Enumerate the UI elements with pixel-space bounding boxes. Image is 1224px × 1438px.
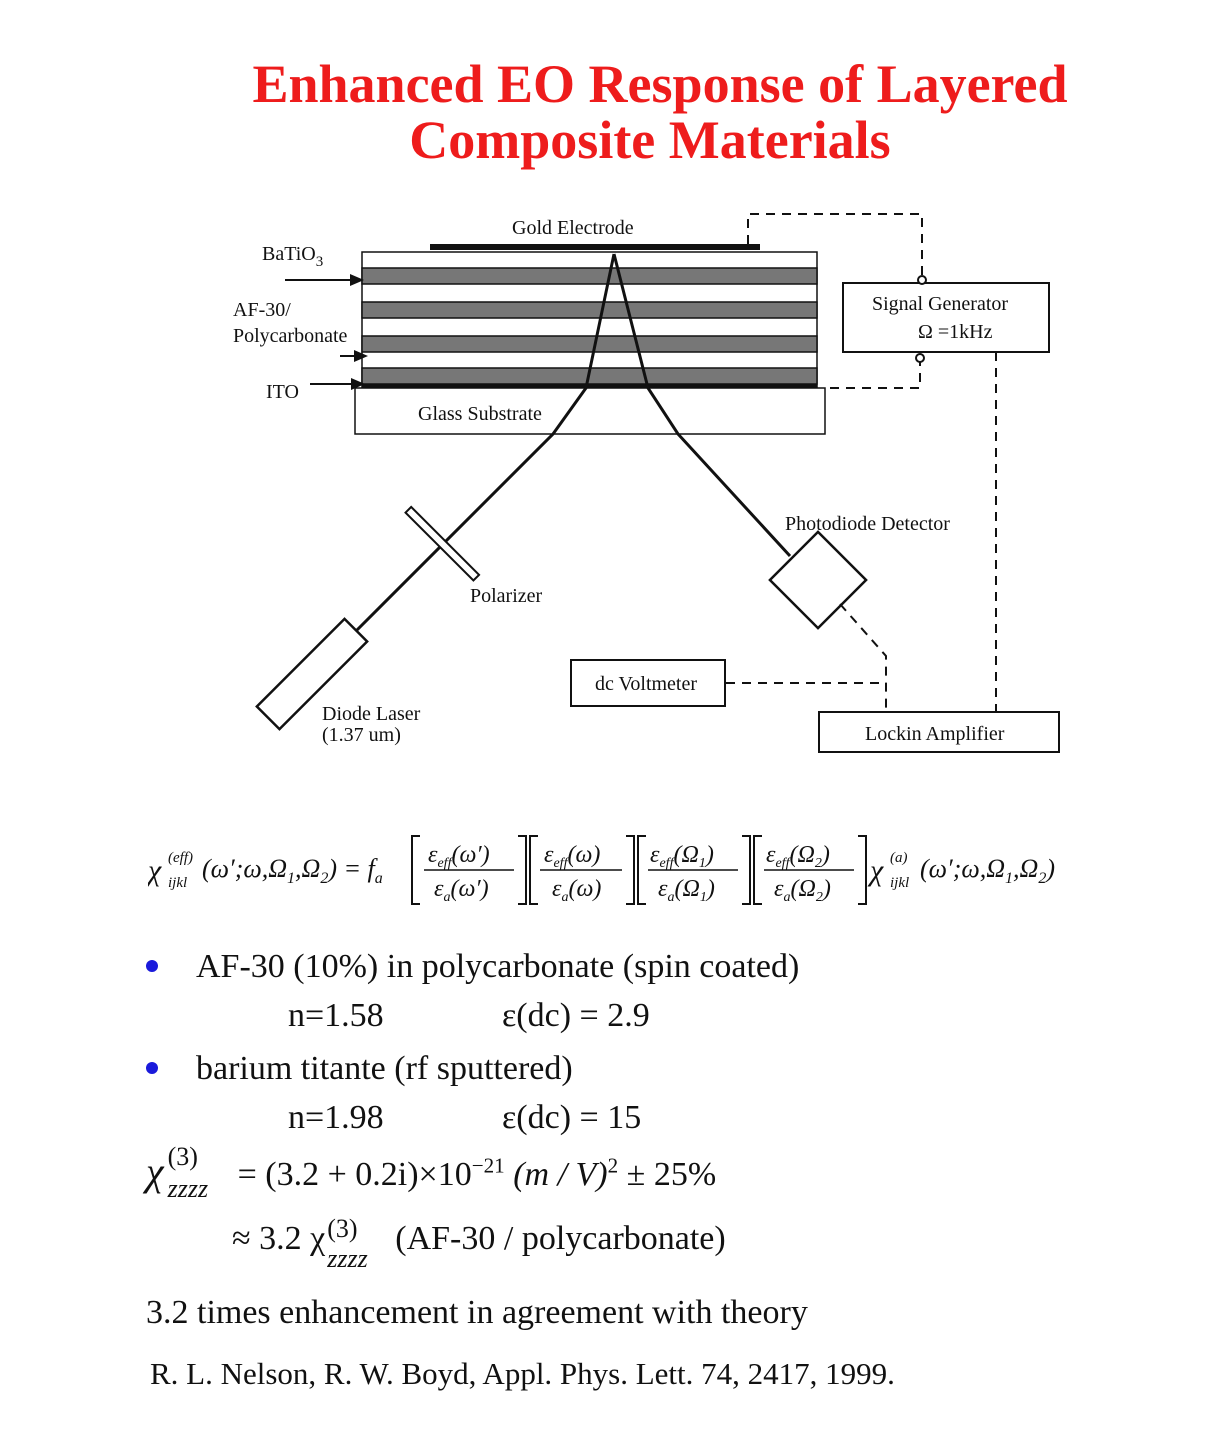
af30-label-b: Polycarbonate [233, 325, 348, 347]
layer-3 [361, 335, 818, 353]
dc-voltmeter [570, 659, 726, 707]
diode-laser [255, 617, 369, 731]
svg-text:εeff(Ω1): εeff(Ω1) [650, 842, 714, 871]
lockin-amplifier-label: Lockin Amplifier [865, 723, 1005, 745]
bullet-dot-1 [146, 960, 158, 972]
chi3-result: χ(3)zzzz= (3.2 + 0.2i)×10−21 (m / V)2 ± … [146, 1142, 717, 1203]
experiment-diagram: Gold Electrode Glass Substrate BaTiO3 AF… [233, 213, 1060, 753]
svg-text:εeff(Ω2): εeff(Ω2) [766, 842, 830, 871]
wire-electrode-to-generator [747, 213, 923, 276]
svg-text:χ: χ [148, 854, 162, 887]
polarizer-label: Polarizer [470, 585, 543, 607]
dc-voltmeter-label: dc Voltmeter [595, 673, 697, 695]
svg-text:εeff(ω): εeff(ω) [544, 842, 600, 871]
svg-text:εa(ω): εa(ω) [552, 876, 601, 905]
svg-text:εa(Ω2): εa(Ω2) [774, 876, 831, 905]
svg-text:(a): (a) [890, 850, 908, 866]
page-title-line1: Enhanced EO Response of Layered [252, 54, 1068, 114]
bullet-1-index: n=1.58 [288, 997, 384, 1034]
af30-label-a: AF-30/ [233, 299, 291, 321]
svg-text:χ: χ [867, 854, 884, 887]
gold-electrode-label: Gold Electrode [512, 217, 634, 239]
svg-text:(ω′;ω,Ω1,Ω2): (ω′;ω,Ω1,Ω2) [920, 854, 1055, 887]
ito-label: ITO [266, 381, 299, 403]
svg-text:εa(Ω1): εa(Ω1) [658, 876, 715, 905]
svg-text:εa(ω′): εa(ω′) [434, 876, 489, 905]
polarizer [404, 505, 481, 582]
ito-layer [362, 384, 817, 388]
svg-text:(eff): (eff) [168, 850, 193, 866]
gold-electrode [430, 244, 760, 250]
bullet-text-1: AF-30 (10%) in polycarbonate (spin coate… [196, 948, 800, 985]
wire-detector-to-lockin [839, 603, 887, 712]
diode-laser-label-2: (1.37 um) [322, 724, 401, 746]
svg-text:εeff(ω′): εeff(ω′) [428, 842, 490, 871]
batio3-label: BaTiO3 [262, 243, 323, 270]
effective-susceptibility-equation: χ (eff) ijkl (ω′;ω,Ω1,Ω2) = fa εeff(ω′) … [148, 835, 1055, 905]
photodiode-label: Photodiode Detector [785, 513, 950, 535]
svg-text:ijkl: ijkl [890, 875, 909, 891]
lockin-amplifier [818, 711, 1060, 753]
signal-generator-label-2: Ω =1kHz [918, 321, 993, 343]
citation-reference: R. L. Nelson, R. W. Boyd, Appl. Phys. Le… [150, 1356, 895, 1391]
bullet-2-index: n=1.98 [288, 1099, 384, 1136]
layer-1 [361, 267, 818, 285]
svg-text:ijkl: ijkl [168, 875, 187, 891]
diode-laser-label-1: Diode Laser [322, 703, 421, 725]
wire-ito-to-generator [830, 362, 921, 389]
bullet-2-epsilon: ε(dc) = 15 [502, 1099, 642, 1136]
layer-2 [361, 301, 818, 319]
chi3-ratio: ≈ 3.2 χ(3)zzzz(AF-30 / polycarbonate) [232, 1214, 726, 1273]
laser-beam-out [612, 253, 792, 558]
conclusion-text: 3.2 times enhancement in agreement with … [146, 1294, 808, 1331]
photodiode-detector [768, 530, 868, 630]
bullet-1-epsilon: ε(dc) = 2.9 [502, 997, 650, 1034]
signal-generator-label-1: Signal Generator [872, 293, 1008, 315]
laser-beam-in [353, 253, 616, 634]
svg-text:(ω′;ω,Ω1,Ω2) = fa: (ω′;ω,Ω1,Ω2) = fa [202, 854, 383, 887]
glass-substrate-label: Glass Substrate [418, 403, 542, 425]
bullet-text-2: barium titante (rf sputtered) [196, 1050, 573, 1087]
signal-generator [842, 282, 1050, 353]
bullet-dot-2 [146, 1062, 158, 1074]
glass-substrate [354, 387, 826, 435]
page-title-line2: Composite Materials [409, 110, 891, 170]
